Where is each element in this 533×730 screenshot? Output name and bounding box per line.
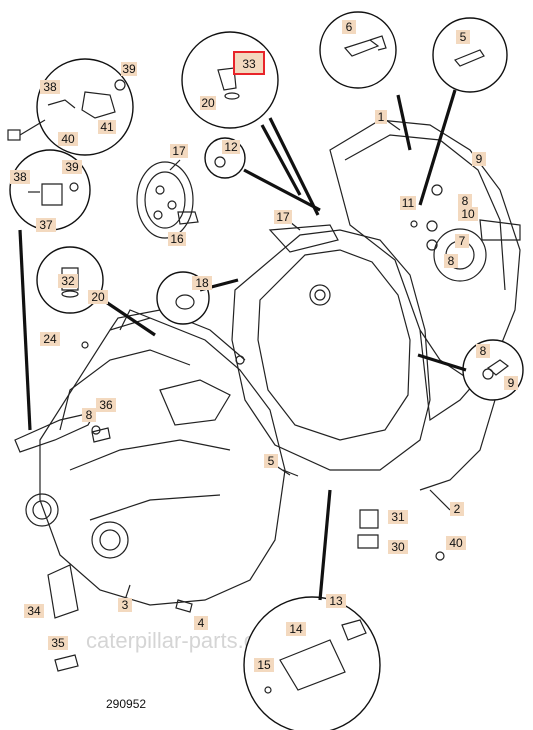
callout-labels: 6 5 33 20 1 39 38 41 40 17 12 9 39 38 8 … (10, 20, 518, 672)
callout-33: 33 (242, 57, 256, 71)
small-parts (47, 184, 445, 672)
callout-9-top: 9 (476, 152, 483, 166)
callout-16: 16 (170, 232, 184, 246)
callout-1: 1 (378, 110, 385, 124)
callout-15: 15 (257, 658, 271, 672)
callout-40-left: 40 (61, 132, 75, 146)
callout-41: 41 (100, 120, 114, 134)
callout-40-right: 40 (449, 536, 463, 550)
callout-8-c: 8 (480, 344, 487, 358)
callout-17-top: 17 (172, 144, 186, 158)
intermediate-housing (231, 224, 431, 471)
callout-36: 36 (99, 398, 113, 412)
callout-13: 13 (329, 594, 343, 608)
callout-10: 10 (461, 207, 475, 221)
callout-20-top: 20 (201, 96, 215, 110)
detail-bubble-5 (432, 17, 508, 93)
diagram-code: 290952 (106, 697, 146, 711)
callout-4: 4 (198, 616, 205, 630)
rear-housing (329, 119, 521, 491)
detail-bubble-8-9 (462, 339, 524, 401)
callout-8-b: 8 (448, 254, 455, 268)
callout-38-mid: 38 (13, 170, 27, 184)
flywheel (136, 161, 199, 239)
callout-38-top: 38 (43, 80, 57, 94)
callout-32: 32 (61, 274, 75, 288)
callout-14: 14 (289, 622, 303, 636)
callout-31: 31 (391, 510, 405, 524)
callout-34: 34 (27, 604, 41, 618)
detail-bubble-20-33 (181, 31, 279, 129)
connector-lines (18, 89, 467, 601)
callout-2: 2 (454, 502, 461, 516)
detail-bubble-6 (319, 11, 397, 89)
callout-37: 37 (39, 218, 53, 232)
callout-3: 3 (122, 598, 129, 612)
callout-24: 24 (43, 332, 57, 346)
callout-8-d: 8 (86, 408, 93, 422)
callout-9-bottom: 9 (508, 376, 515, 390)
callout-35: 35 (51, 636, 65, 650)
callout-6: 6 (346, 20, 353, 34)
callout-20-mid: 20 (91, 290, 105, 304)
callout-8-a: 8 (462, 194, 469, 208)
callout-12: 12 (224, 140, 238, 154)
transmission-housing (14, 309, 286, 606)
callout-17-mid: 17 (276, 210, 290, 224)
callout-11: 11 (402, 196, 415, 210)
callout-7: 7 (459, 234, 466, 248)
callout-5-bottom: 5 (268, 454, 275, 468)
callout-30: 30 (391, 540, 405, 554)
detail-bubble-13-15 (243, 596, 381, 730)
callout-18: 18 (195, 276, 209, 290)
callout-5-top: 5 (460, 30, 467, 44)
callout-39-mid: 39 (65, 160, 79, 174)
highlight-box (233, 51, 265, 75)
callout-39-top: 39 (122, 62, 136, 76)
